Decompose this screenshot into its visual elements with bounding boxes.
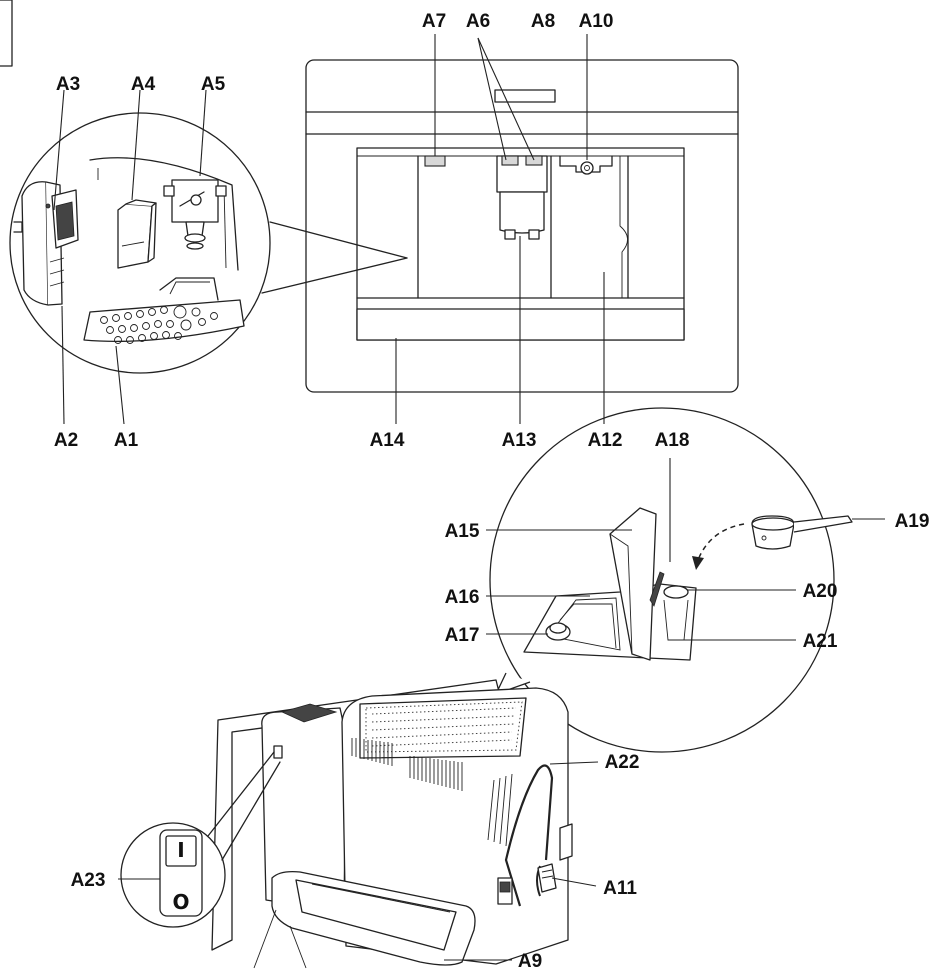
- power-cable: [504, 764, 554, 907]
- drip-tray-grid: [100, 305, 218, 344]
- drip-tray: [253, 870, 476, 969]
- label-a1: A1: [114, 430, 139, 451]
- grind-adjustment-knob: [545, 622, 571, 641]
- label-a21: A21: [803, 631, 838, 652]
- power-plug: [497, 863, 557, 905]
- label-a6: A6: [466, 11, 490, 32]
- page-corner-tab: [0, 0, 13, 67]
- main-switch-detail: I O: [120, 751, 281, 928]
- coffee-grounds-container: [117, 199, 157, 269]
- cup-light: [424, 155, 446, 167]
- label-a14: A14: [370, 430, 405, 451]
- brewing-unit: [163, 179, 227, 250]
- side-vents-left: [351, 738, 393, 766]
- label-a11: A11: [603, 878, 637, 899]
- coffee-dispenser: [496, 155, 548, 240]
- front-view: [305, 59, 739, 393]
- label-a4: A4: [131, 74, 156, 95]
- label-a17: A17: [445, 625, 480, 646]
- label-a2: A2: [54, 430, 78, 451]
- measuring-scoop: [751, 515, 853, 550]
- detail-circle-brew-unit: [9, 112, 408, 374]
- label-a9: A9: [518, 951, 542, 972]
- rear-vents: [487, 773, 513, 847]
- scoop-arrow: [697, 523, 745, 561]
- label-a8: A8: [531, 11, 555, 32]
- control-panel-display: [494, 89, 556, 103]
- switch-on-mark: I: [177, 838, 184, 862]
- part-labels: A7 A6 A8 A10 A3 A4 A5 A2 A1 A14 A13 A12 …: [54, 11, 930, 972]
- label-a20: A20: [803, 581, 838, 602]
- label-a7: A7: [422, 11, 446, 32]
- label-a23: A23: [71, 870, 106, 891]
- label-a10: A10: [579, 11, 614, 32]
- leader-lines: [53, 34, 885, 961]
- label-a22: A22: [605, 752, 640, 773]
- machine-body: [211, 679, 573, 969]
- label-a18: A18: [655, 430, 690, 451]
- label-a19: A19: [895, 511, 930, 532]
- label-a3: A3: [56, 74, 80, 95]
- brew-unit-hatch: [13, 181, 79, 306]
- switch-off-mark: O: [172, 890, 189, 914]
- lid-seal: [649, 571, 665, 607]
- label-a15: A15: [445, 521, 480, 542]
- label-a5: A5: [201, 74, 226, 95]
- label-a12: A12: [588, 430, 623, 451]
- side-vents-right: [409, 756, 463, 791]
- main-switch-small: [273, 745, 283, 759]
- label-a13: A13: [502, 430, 537, 451]
- hot-water-nozzle: [559, 155, 613, 175]
- label-a16: A16: [445, 587, 480, 608]
- bean-hopper-lid: [609, 507, 657, 661]
- detail-circle-top: [489, 407, 835, 753]
- ground-coffee-funnel: [663, 585, 689, 599]
